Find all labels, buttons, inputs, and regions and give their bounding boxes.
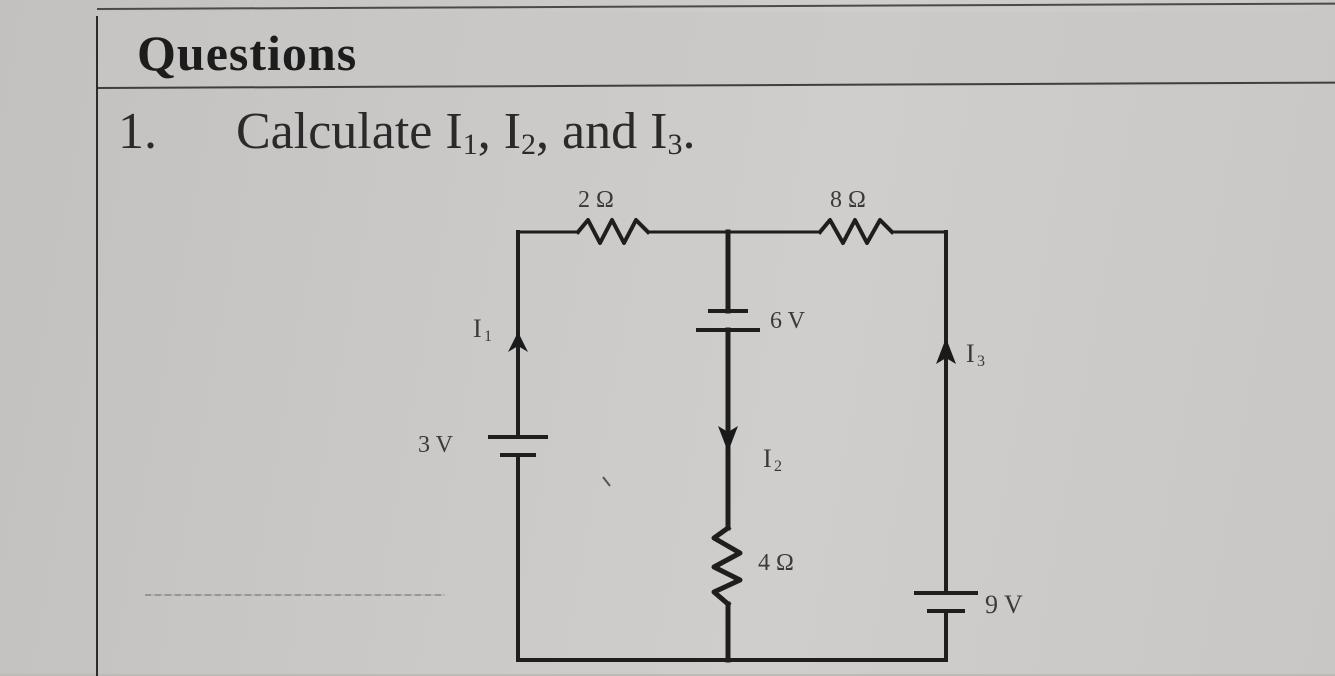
wire-top-right [726, 218, 948, 245]
svg-text:I: I [763, 444, 772, 473]
separator-2: , and [536, 103, 651, 160]
label-i2: I 2 [763, 444, 782, 475]
label-9v: 9 V [985, 590, 1023, 619]
wire-top-left [516, 218, 730, 245]
svg-text:1: 1 [484, 328, 492, 345]
svg-text:I: I [473, 314, 482, 343]
label-6v: 6 V [770, 308, 806, 334]
label-i1: I 1 [473, 314, 492, 345]
current-symbol-i3: I [650, 103, 668, 160]
resistor-2ohm-icon [575, 218, 651, 245]
label-i3: I 3 [966, 339, 985, 370]
label-2ohm: 2 Ω [578, 187, 614, 213]
section-title: Questions [137, 25, 358, 81]
branch-middle [696, 229, 760, 663]
svg-text:I: I [966, 339, 975, 368]
label-4ohm: 4 Ω [758, 550, 794, 576]
header-band [98, 12, 1335, 86]
label-8ohm: 8 Ω [830, 187, 866, 213]
current-symbol-i1: I [445, 103, 463, 160]
table-left-border [96, 16, 98, 676]
branch-left [488, 230, 548, 662]
separator-1: , [477, 103, 504, 160]
branch-right [914, 230, 978, 662]
resistor-8ohm-icon [817, 218, 895, 245]
svg-text:3: 3 [977, 353, 985, 370]
separator-3: . [682, 103, 696, 160]
question-1: 1.Calculate I1, I2, and I3. [118, 103, 696, 161]
arrow-down-i2-icon [718, 426, 738, 452]
arrow-up-i1-icon [508, 332, 528, 352]
faded-bleedthrough-line [145, 594, 445, 596]
current-subscript-2: 2 [521, 128, 537, 161]
current-symbol-i2: I [503, 103, 522, 160]
resistor-4ohm-icon [711, 524, 743, 608]
current-subscript-3: 3 [667, 128, 683, 161]
current-subscript-1: 1 [462, 128, 478, 161]
svg-text:2: 2 [774, 458, 782, 475]
question-number: 1. [118, 103, 157, 160]
arrow-up-i3-icon [936, 338, 956, 364]
question-text-prefix: Calculate [236, 103, 446, 160]
label-3v: 3 V [418, 432, 454, 458]
stray-mark [602, 476, 611, 487]
